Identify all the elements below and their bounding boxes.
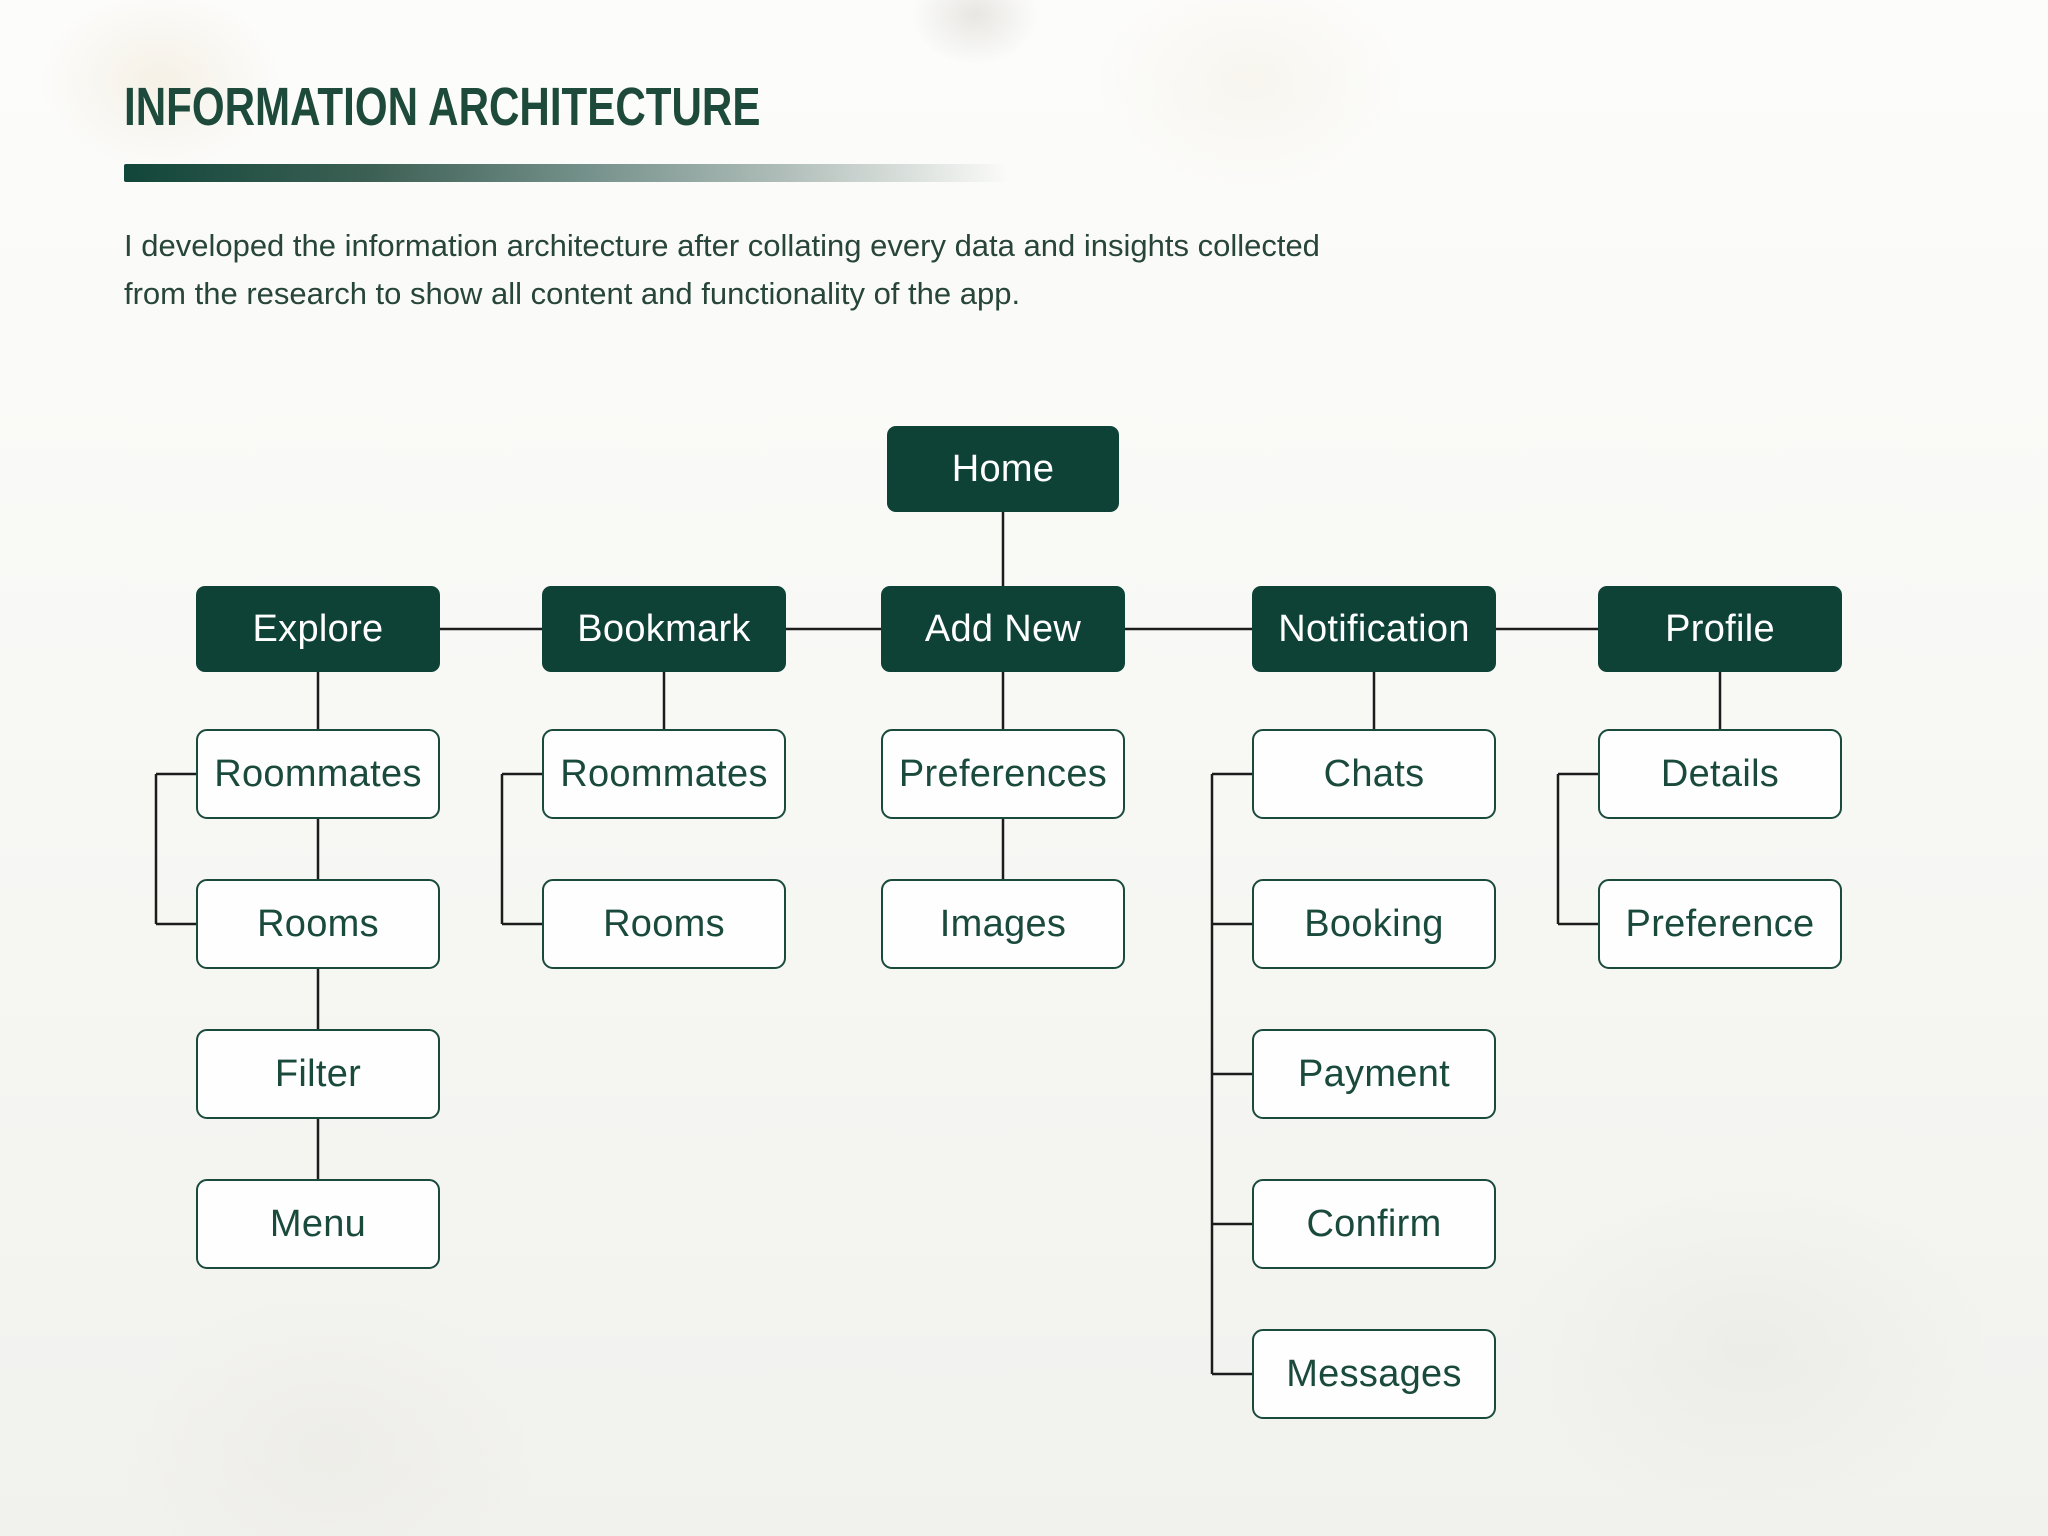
node-bookmark-roommates-label: Roommates: [560, 752, 768, 795]
node-explore-filter-label: Filter: [274, 1052, 362, 1095]
node-add-new-images-label: Images: [939, 902, 1067, 945]
node-explore-roommates-label: Roommates: [214, 752, 422, 795]
node-add-new-label: Add New: [924, 607, 1082, 650]
node-notification-confirm: Confirm: [1252, 1179, 1496, 1269]
node-bookmark-roommates: Roommates: [542, 729, 786, 819]
node-notification-messages: Messages: [1252, 1329, 1496, 1419]
node-profile-preference-label: Preference: [1625, 902, 1815, 945]
node-explore-roommates: Roommates: [196, 729, 440, 819]
node-notification-confirm-label: Confirm: [1306, 1202, 1442, 1245]
node-explore-filter: Filter: [196, 1029, 440, 1119]
node-notification-label: Notification: [1278, 607, 1470, 650]
node-add-new-preferences-label: Preferences: [898, 752, 1108, 795]
node-profile-details: Details: [1598, 729, 1842, 819]
node-bookmark-rooms: Rooms: [542, 879, 786, 969]
node-notification-payment: Payment: [1252, 1029, 1496, 1119]
node-notification-booking-label: Booking: [1304, 902, 1444, 945]
node-add-new-images: Images: [881, 879, 1125, 969]
page-title: INFORMATION ARCHITECTURE: [124, 77, 761, 137]
node-notification-chats: Chats: [1252, 729, 1496, 819]
node-bookmark: Bookmark: [542, 586, 786, 672]
node-bookmark-rooms-label: Rooms: [603, 902, 725, 945]
node-add-new-preferences: Preferences: [881, 729, 1125, 819]
node-notification-chats-label: Chats: [1323, 752, 1425, 795]
node-notification-messages-label: Messages: [1286, 1352, 1462, 1395]
node-profile-label: Profile: [1665, 607, 1775, 650]
node-bookmark-label: Bookmark: [577, 607, 751, 650]
node-explore-label: Explore: [252, 607, 384, 650]
node-notification-booking: Booking: [1252, 879, 1496, 969]
node-profile-details-label: Details: [1660, 752, 1780, 795]
node-explore: Explore: [196, 586, 440, 672]
node-explore-rooms: Rooms: [196, 879, 440, 969]
node-explore-rooms-label: Rooms: [257, 902, 379, 945]
node-profile-preference: Preference: [1598, 879, 1842, 969]
page-description: I developed the information architecture…: [124, 228, 1320, 311]
title-underline: [124, 164, 1008, 182]
node-notification: Notification: [1252, 586, 1496, 672]
node-home-label: Home: [951, 447, 1055, 490]
node-explore-menu: Menu: [196, 1179, 440, 1269]
node-notification-payment-label: Payment: [1297, 1052, 1451, 1095]
node-home: Home: [887, 426, 1119, 512]
node-profile: Profile: [1598, 586, 1842, 672]
header: INFORMATION ARCHITECTURE I developed the…: [124, 76, 1524, 318]
node-add-new: Add New: [881, 586, 1125, 672]
node-explore-menu-label: Menu: [269, 1202, 367, 1245]
